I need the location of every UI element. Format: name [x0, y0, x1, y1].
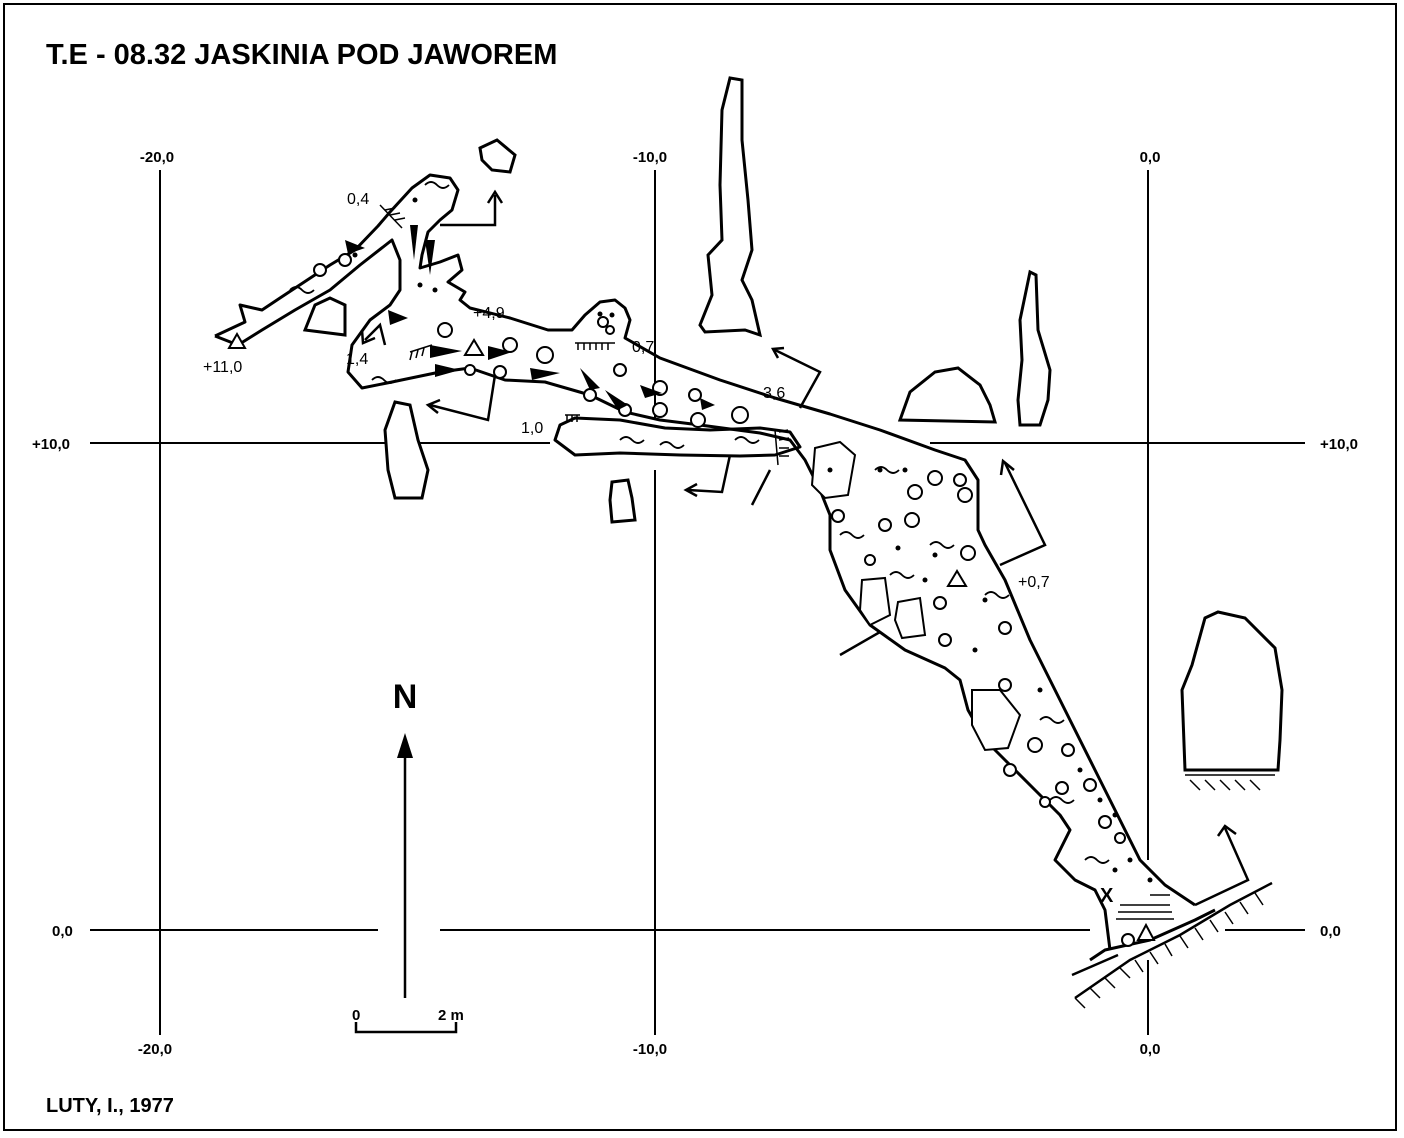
clay-symbols	[289, 181, 1110, 864]
depth-labels: 0,4 +11,0 1,4 +4,9 0,7 1,0 3,6 +0,7 X	[203, 191, 1114, 907]
north-arrow: N	[393, 678, 418, 998]
boulders	[313, 253, 1135, 947]
cross-section-northeast	[1016, 269, 1052, 427]
map-title: T.E - 08.32 JASKINIA POD JAWOREM	[46, 39, 557, 71]
section-line-west	[364, 322, 387, 346]
scale-bar: 0 2 m	[352, 1007, 464, 1034]
section-line-east	[774, 348, 822, 409]
x-label-minus-20-bottom: -20,0	[138, 1041, 172, 1058]
section-line-top	[440, 195, 497, 227]
depth-label: 3,6	[763, 385, 785, 402]
cross-section-small-west	[383, 400, 430, 500]
grid-labels: -20,0 -10,0 0,0 -20,0 -10,0 0,0 +10,0 +1…	[32, 149, 1358, 1058]
entrance-ground-line	[1071, 824, 1273, 1009]
map-frame	[3, 3, 1397, 1131]
depth-label: +11,0	[203, 359, 242, 376]
slope-arrows	[345, 225, 715, 410]
cross-sections	[302, 76, 1284, 772]
depth-label: 0,7	[632, 339, 654, 356]
x-label-minus-10-top: -10,0	[633, 149, 667, 166]
author-credit: LUTY, I., 1977	[46, 1095, 174, 1117]
cross-section-small-top	[478, 138, 517, 174]
west-branch-lower	[214, 238, 1112, 951]
survey-stations	[227, 331, 1156, 941]
section-line-mid	[429, 374, 497, 422]
north-arrow-head	[397, 733, 413, 758]
scale-end-label: 2 m	[438, 1007, 464, 1024]
survey-station-mid	[463, 338, 485, 356]
depth-label: 0,4	[347, 191, 369, 208]
survey-station-east	[946, 569, 968, 587]
cross-section-small-south	[608, 478, 637, 524]
cross-section-large-east	[1180, 610, 1284, 772]
survey-station-entrance	[1136, 922, 1156, 941]
y-label-plus-10-right: +10,0	[1320, 436, 1358, 453]
x-label-0-top: 0,0	[1140, 149, 1161, 166]
side-passage-south	[553, 416, 802, 458]
step-marks	[379, 204, 1275, 920]
gravel-dots	[352, 197, 1153, 883]
depth-label: 1,4	[346, 351, 368, 368]
entrance-mark: X	[1100, 885, 1114, 907]
x-label-0-bottom: 0,0	[1140, 1041, 1161, 1058]
section-lines	[360, 189, 1047, 657]
depth-label: +0,7	[1018, 574, 1050, 591]
y-label-0-left: 0,0	[52, 923, 73, 940]
x-label-minus-10-bottom: -10,0	[633, 1041, 667, 1058]
y-label-0-right: 0,0	[1320, 923, 1341, 940]
x-label-minus-20-top: -20,0	[140, 149, 174, 166]
scale-start-label: 0	[352, 1007, 360, 1024]
cross-section-small-mid	[302, 296, 347, 337]
depth-label: +4,9	[473, 305, 505, 322]
coordinate-grid	[90, 170, 1305, 1035]
west-branch-passage	[214, 173, 1196, 907]
section-line-far-east	[999, 462, 1047, 567]
north-label: N	[393, 678, 418, 716]
cross-section-dome	[897, 366, 998, 424]
cross-section-tall-north	[698, 76, 763, 338]
survey-station-west	[227, 331, 247, 349]
y-label-plus-10-left: +10,0	[32, 436, 70, 453]
depth-label: 1,0	[521, 420, 543, 437]
section-line-south	[687, 454, 732, 494]
